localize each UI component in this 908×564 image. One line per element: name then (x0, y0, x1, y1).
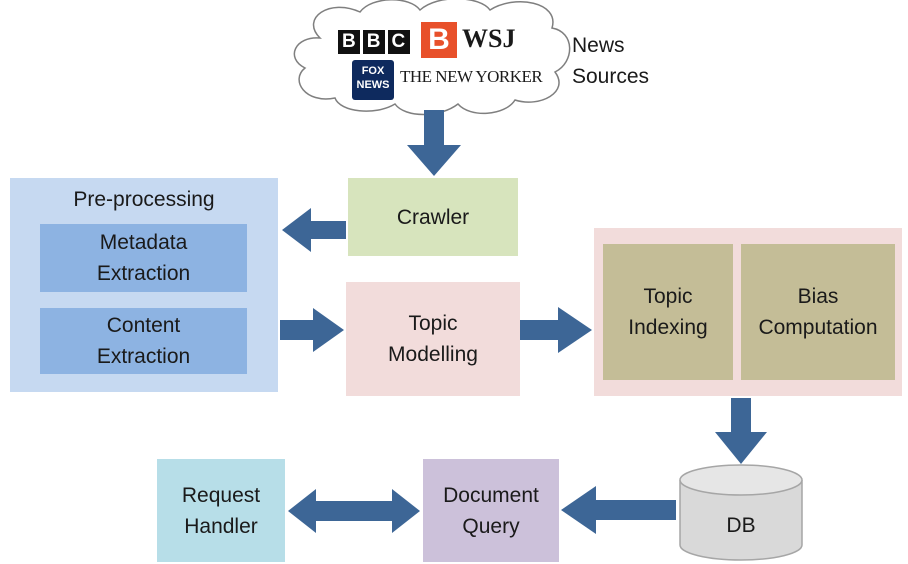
bias-computation-label: Bias Computation (758, 285, 878, 339)
news-sources-label: News Sources (572, 34, 650, 88)
db-label: DB (726, 513, 756, 537)
news-cloud (293, 0, 571, 116)
content-extraction-label: Content Extraction (96, 314, 191, 368)
metadata-extraction-box: Metadata Extraction (40, 224, 247, 292)
bbc-logo: BBC (342, 31, 417, 52)
wsj-logo: WSJ (462, 24, 516, 53)
request-handler-box: Request Handler (157, 459, 285, 562)
topic-modelling-label: Topic Modelling (388, 312, 478, 366)
new-yorker-logo: THE NEW YORKER (400, 67, 543, 86)
preprocessing-title: Pre-processing (73, 188, 215, 211)
metadata-extraction-label: Metadata Extraction (96, 231, 191, 285)
bias-computation-box: Bias Computation (741, 244, 895, 380)
breitbart-logo: B (428, 23, 450, 56)
fox-news-logo: FOX NEWS (356, 65, 390, 91)
document-query-label: Document Query (443, 483, 539, 538)
document-query-box: Document Query (423, 459, 559, 562)
db-label-box: DB (680, 505, 802, 545)
crawler-label: Crawler (396, 205, 470, 229)
topic-indexing-label: Topic Indexing (628, 285, 708, 339)
topic-indexing-box: Topic Indexing (603, 244, 733, 380)
topic-modelling-box: Topic Modelling (346, 282, 520, 396)
crawler-box: Crawler (348, 178, 518, 256)
content-extraction-box: Content Extraction (40, 308, 247, 374)
request-handler-label: Request Handler (181, 483, 261, 538)
